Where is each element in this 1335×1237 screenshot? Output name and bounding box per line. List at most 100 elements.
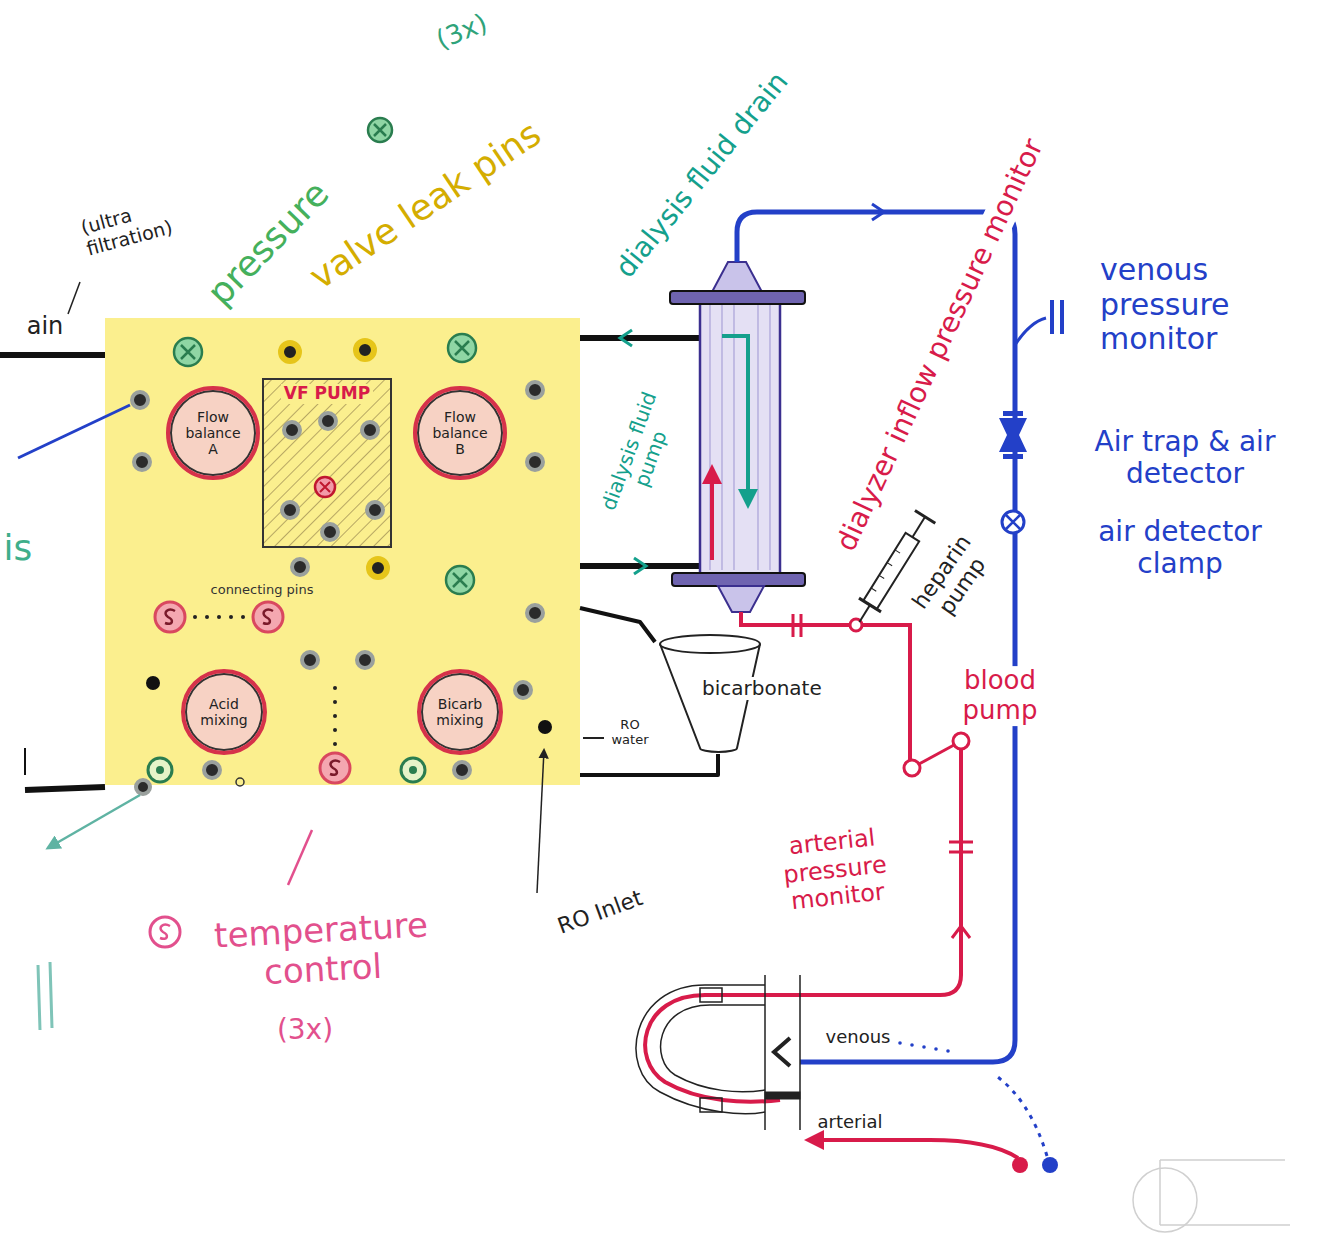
venous-dots <box>910 1043 914 1047</box>
blood-pump-symbol <box>904 733 969 776</box>
dotted-link <box>217 615 221 619</box>
cut-off-label: ain <box>27 313 64 341</box>
air-detector-clamp <box>1002 511 1024 533</box>
left-tubing <box>38 962 52 1030</box>
dotted-link <box>333 700 337 704</box>
air-trap <box>1003 454 1023 459</box>
vascular-access <box>636 975 800 1130</box>
dialyzer <box>670 262 805 612</box>
vascular-access <box>765 975 800 1130</box>
line-end-dot <box>1012 1157 1028 1173</box>
tube-connector <box>580 754 718 775</box>
venous-line <box>737 212 1015 1062</box>
drain-pin <box>409 766 417 774</box>
vascular-access <box>765 1092 800 1099</box>
pressure-symbol <box>368 118 392 142</box>
dialyzer <box>710 468 714 560</box>
panel-pin <box>292 559 308 575</box>
port-label: RO water <box>608 718 652 748</box>
monitor-label: venous pressure monitor <box>1100 253 1300 357</box>
node-label: Flow balance B <box>427 409 493 457</box>
panel-pin <box>302 652 318 668</box>
faint-mark <box>1133 1168 1197 1232</box>
valve-leak-pin <box>356 341 374 359</box>
venous-line <box>1015 318 1046 345</box>
temperature-symbol <box>330 761 340 775</box>
panel-pin <box>134 454 150 470</box>
dialyzer <box>700 300 780 575</box>
dotted-link <box>333 742 337 746</box>
temperature-symbol <box>320 753 350 783</box>
panel-pin <box>136 780 150 794</box>
legend-label: temperature control <box>170 903 474 997</box>
venous-line <box>995 1075 1047 1156</box>
part-label: air detector clamp <box>1065 516 1295 580</box>
panel-pin <box>527 382 543 398</box>
panel-pin <box>515 682 531 698</box>
vascular-access <box>636 985 765 1114</box>
blood-pump-symbol <box>953 733 969 749</box>
pressure-symbol <box>446 566 474 594</box>
left-tubing <box>48 795 140 848</box>
temperature-symbol <box>253 602 283 632</box>
temperature-leader <box>150 917 180 947</box>
panel-pin <box>357 652 373 668</box>
panel-pin <box>132 392 148 408</box>
cut-off-label: is <box>4 527 33 568</box>
node-label: Bicarb mixing <box>430 696 490 728</box>
line-end-dot <box>1042 1157 1058 1173</box>
arterial-line <box>793 614 801 637</box>
arterial-line <box>645 749 961 1102</box>
multiplier-note: (3x) <box>277 1014 333 1046</box>
pressure-symbol <box>174 338 202 366</box>
line-end-dot <box>1012 1157 1058 1173</box>
dotted-link <box>205 615 209 619</box>
dialyzer <box>712 262 762 292</box>
dialysate-tubing <box>580 335 700 341</box>
panel-pin <box>527 605 543 621</box>
venous-dots <box>922 1045 926 1049</box>
faint-mark <box>1160 1160 1290 1225</box>
air-detector-clamp <box>1006 515 1020 529</box>
left-tubing <box>0 282 140 1030</box>
panel-pin <box>362 422 378 438</box>
drain-pin <box>401 758 425 782</box>
valve-leak-pin <box>281 341 387 577</box>
venous-line <box>872 204 884 220</box>
heparin-syringe <box>912 517 925 537</box>
temperature-symbol <box>165 610 175 624</box>
venous-dots <box>934 1047 938 1051</box>
legend-label: pressure <box>199 173 337 314</box>
process-circle: Flow balance B <box>413 386 507 480</box>
left-tubing <box>18 405 130 458</box>
pressure-symbol <box>374 124 386 136</box>
process-circle: Acid mixing <box>181 669 267 755</box>
pressure-symbol <box>368 118 392 142</box>
dialyzer <box>722 336 748 505</box>
panel-pin <box>320 413 336 429</box>
legend-label: valve leak pins <box>302 113 548 298</box>
pump-box: VF PUMP <box>262 378 392 548</box>
drain-pin <box>148 758 425 786</box>
vf-pump-hatching <box>262 378 392 548</box>
annotation-label: (ultra filtration) <box>79 184 218 260</box>
left-tubing <box>24 748 26 775</box>
dialysate-tubing <box>634 558 646 574</box>
part-label: Air trap & air detector <box>1055 426 1315 490</box>
left-tubing <box>68 282 80 314</box>
temperature-symbol <box>155 602 185 632</box>
blood-pump-symbol <box>904 760 920 776</box>
drain-pin <box>148 758 172 782</box>
heparin-syringe <box>871 550 900 591</box>
panel-pin <box>454 762 470 778</box>
ro-leader <box>537 750 544 893</box>
node-label: connecting pins <box>211 583 314 598</box>
dialysate-tubing <box>580 330 700 574</box>
vascular-access <box>661 1005 765 1092</box>
left-tubing <box>25 787 105 790</box>
line-label: dialysis fluid drain <box>609 66 794 284</box>
node-label: VF PUMP <box>281 384 373 404</box>
air-trap <box>999 411 1027 459</box>
dotted-link <box>241 615 245 619</box>
panel-pin <box>284 422 300 438</box>
